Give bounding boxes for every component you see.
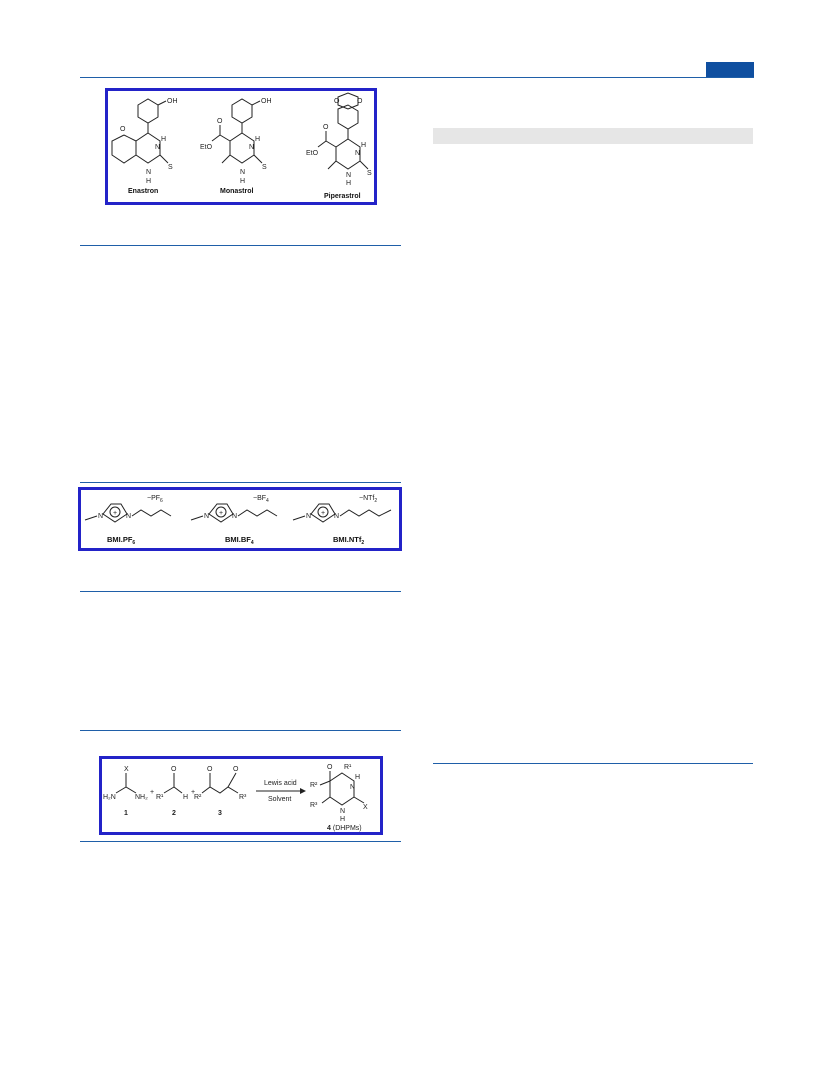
plus-1: + (150, 789, 154, 796)
reagent-3-dicarbonyl: O O R² R³ 3 (194, 766, 247, 817)
product-h1: H (340, 816, 345, 823)
product-o: O (327, 764, 333, 771)
piperastrol-n1h-label: H (346, 180, 351, 187)
bmi-ntf2-name: BMI.NTf2 (333, 535, 364, 546)
bmi-bf4-structure: + N N −BF4 BMI.BF4 (190, 495, 278, 546)
bmi-pf6-n3: N (126, 513, 131, 520)
reagent-3-number: 3 (218, 810, 222, 817)
piperastrol-n1-label: N (346, 172, 351, 179)
piperastrol-o1-label: O (334, 98, 340, 105)
monastrol-oh-label: OH (261, 98, 272, 105)
piperastrol-name: Piperastrol (324, 193, 361, 200)
figure-3-scheme: X H₂N NH₂ 1 + O R¹ H 2 + O O R² R³ 3 (103, 764, 368, 832)
piperastrol-o2-label: O (357, 98, 363, 105)
piperastrol-h-label: H (361, 142, 366, 149)
reagent-3-r2: R² (194, 794, 202, 801)
enastron-h-label: H (161, 136, 166, 143)
monastrol-eto-label: EtO (200, 144, 213, 151)
product-n1: N (340, 808, 345, 815)
product-r3: R³ (310, 802, 318, 809)
reagent-3-r3: R³ (239, 794, 247, 801)
piperastrol-n3-label: N (355, 150, 360, 157)
reagent-1-nh2: NH₂ (135, 794, 148, 801)
monastrol-n1h-label: H (240, 178, 245, 185)
reagent-2-number: 2 (172, 810, 176, 817)
product-label: 4 (DHPMs) (327, 825, 362, 832)
bmi-pf6-name: BMI.PF6 (107, 535, 135, 546)
reagent-2-o: O (171, 766, 177, 773)
enastron-structure: OH H N N H S O Enastron (111, 98, 178, 195)
rule-left-3 (80, 591, 401, 592)
monastrol-h-label: H (255, 136, 260, 143)
rule-right-1 (433, 763, 753, 764)
figure-1-structures: OH H N N H S O Enastron OH H N N H S (111, 92, 372, 200)
bmi-ntf2-anion: −NTf2 (359, 495, 377, 504)
monastrol-structure: OH H N N H S O EtO Monastrol (200, 98, 272, 195)
reagent-1-urea: X H₂N NH₂ 1 (103, 766, 148, 817)
reagent-2-aldehyde: O R¹ H 2 (156, 766, 188, 817)
bmi-pf6-n1: N (98, 513, 103, 520)
reagent-2-h: H (183, 794, 188, 801)
bmi-pf6-structure: + N N −PF6 BMI.PF6 (84, 495, 172, 546)
figure-1-box: OH H N N H S O Enastron OH H N N H S (105, 88, 377, 205)
reagent-1-number: 1 (124, 810, 128, 817)
monastrol-name: Monastrol (220, 188, 254, 195)
enastron-o-label: O (120, 126, 126, 133)
arrow-condition-bottom: Solvent (268, 796, 291, 803)
bmi-bf4-charge: + (219, 510, 223, 517)
figure-3-box: X H₂N NH₂ 1 + O R¹ H 2 + O O R² R³ 3 (99, 756, 383, 835)
reagent-3-o1: O (207, 766, 213, 773)
monastrol-s-label: S (262, 164, 267, 171)
plus-2: + (191, 789, 195, 796)
rule-left-5 (80, 841, 401, 842)
product-x: X (363, 804, 368, 811)
monastrol-n3-label: N (249, 144, 254, 151)
bmi-bf4-n3: N (232, 513, 237, 520)
reagent-3-o2: O (233, 766, 239, 773)
product-r1: R¹ (344, 764, 352, 771)
figure-2-box: + N N −PF6 BMI.PF6 + N N −BF4 BMI.BF4 + … (78, 487, 402, 551)
product-dhpm: O R² R¹ H N X R³ N H 4 (DHPMs) (310, 764, 368, 832)
bmi-ntf2-charge: + (321, 510, 325, 517)
product-h3: H (355, 774, 360, 781)
reagent-2-r1: R¹ (156, 794, 164, 801)
section-heading-bar (433, 128, 753, 144)
piperastrol-eto-label: EtO (306, 150, 319, 157)
enastron-n3-label: N (155, 144, 160, 151)
piperastrol-s-label: S (367, 170, 372, 177)
figure-2-structures: + N N −PF6 BMI.PF6 + N N −BF4 BMI.BF4 + … (84, 495, 392, 546)
rule-left-1 (80, 245, 401, 246)
piperastrol-o-label: O (323, 124, 329, 131)
product-n3: N (350, 784, 355, 791)
enastron-n1-label: N (146, 169, 151, 176)
monastrol-o-label: O (217, 118, 223, 125)
enastron-s-label: S (168, 164, 173, 171)
arrow-condition-top: Lewis acid (264, 780, 297, 787)
bmi-ntf2-structure: + N N −NTf2 BMI.NTf2 (292, 495, 392, 546)
reagent-1-x: X (124, 766, 129, 773)
bmi-pf6-anion: −PF6 (147, 495, 163, 504)
rule-left-4 (80, 730, 401, 731)
bmi-bf4-name: BMI.BF4 (225, 535, 254, 546)
bmi-bf4-n1: N (204, 513, 209, 520)
piperastrol-structure: O O H N N H S O EtO Piperastrol (306, 92, 372, 200)
bmi-bf4-anion: −BF4 (253, 495, 269, 504)
product-r2: R² (310, 782, 318, 789)
enastron-n1h-label: H (146, 178, 151, 185)
reaction-arrow: Lewis acid Solvent (256, 780, 306, 803)
page-tab-marker (706, 62, 754, 77)
bmi-ntf2-n3: N (334, 513, 339, 520)
bmi-ntf2-n1: N (306, 513, 311, 520)
enastron-name: Enastron (128, 188, 158, 195)
reagent-1-h2n: H₂N (103, 794, 116, 801)
bmi-pf6-charge: + (113, 510, 117, 517)
rule-left-2 (80, 482, 401, 483)
header-rule (80, 77, 754, 78)
monastrol-n1-label: N (240, 169, 245, 176)
enastron-oh-label: OH (167, 98, 178, 105)
